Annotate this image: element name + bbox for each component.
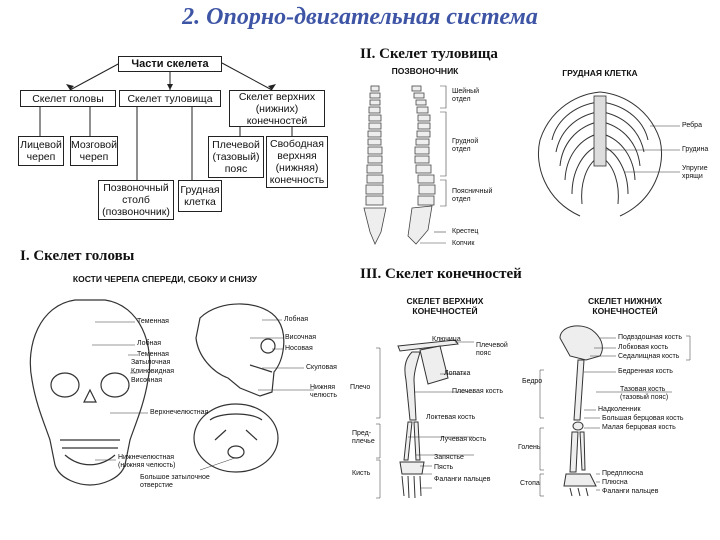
upper-label-phalanges: Фаланги пальцев: [434, 476, 491, 483]
spine-label-lumbar: Поясничный отдел: [452, 188, 493, 203]
lower-label-tibia: Большая берцовая кость: [602, 415, 684, 422]
spine-label-thoracic: Грудной отдел: [452, 138, 479, 153]
head-heading: I. Скелет головы: [20, 248, 135, 264]
spine-label-coccyx: Копчик: [452, 240, 475, 247]
upper-label-forearm: Пред- плечье: [352, 430, 375, 445]
tree-limbs: Скелет верхних (нижних) конечностей: [229, 90, 325, 127]
upper-label-arm: Плечо: [350, 384, 371, 391]
lower-label-fibula: Малая берцовая кость: [602, 424, 676, 431]
side-skull-label-zygomatic: Скуловая: [306, 364, 337, 371]
tree-head: Скелет головы: [20, 90, 116, 107]
spine-label-sacrum: Крестец: [452, 228, 479, 235]
upper-label-radius: Лучевая кость: [440, 436, 487, 443]
lower-label-ilium: Подвздошная кость: [618, 334, 683, 341]
upper-label-hand: Кисть: [352, 470, 371, 477]
side-skull-label-frontal: Лобная: [284, 316, 309, 323]
tree-girdle: Плечевой (тазовый) пояс: [208, 136, 264, 178]
tree-brain: Мозговой череп: [70, 136, 118, 166]
page-title: 2. Опорно-двигательная система: [182, 4, 538, 30]
upper-label-shoulder-girdle: Плечевой пояс: [476, 342, 508, 357]
skull-label-mandible: Нижнечелюстная (нижняя челюсть): [118, 454, 176, 469]
skull-label-occipital: Затылочная: [131, 359, 171, 366]
head-subtitle: КОСТИ ЧЕРЕПА СПЕРЕДИ, СБОКУ И СНИЗУ: [72, 274, 258, 284]
upper-limbs-title: СКЕЛЕТ ВЕРХНИХ КОНЕЧНОСТЕЙ: [406, 296, 484, 316]
lower-label-tarsus: Предплюсна: [602, 470, 644, 477]
upper-label-metacarpus: Пясть: [434, 464, 454, 471]
skull-label-parietal-2: Теменная: [137, 351, 169, 358]
chest-label-sternum: Грудина: [682, 146, 709, 153]
tree-root: Части скелета: [118, 56, 222, 72]
tree-spine: Позвоночный столб (позвоночник): [98, 180, 174, 220]
lower-label-femur: Бедренная кость: [618, 368, 673, 375]
lower-label-metatarsus: Плюсна: [602, 479, 628, 486]
skull-label-sphenoid: Клиновидная: [131, 368, 175, 375]
limbs-heading: III. Скелет конечностей: [360, 266, 522, 282]
skull-label-maxilla: Верхнечелюстная: [150, 409, 209, 416]
upper-label-clavicle: Ключица: [432, 336, 461, 343]
skull-label-temporal: Височная: [131, 377, 163, 384]
upper-label-wrist: Запястье: [434, 454, 464, 461]
skull-label-frontal: Лобная: [137, 340, 162, 347]
side-skull-label-mandible: Нижняя челюсть: [310, 384, 337, 399]
upper-label-ulna: Локтевая кость: [426, 414, 476, 421]
lower-label-ischium: Седалищная кость: [618, 353, 680, 360]
spine-label-cervical: Шейный отдел: [452, 88, 480, 103]
chest-title: ГРУДНАЯ КЛЕТКА: [562, 68, 638, 78]
side-skull-label-nasal: Носовая: [285, 345, 313, 352]
spine-title: ПОЗВОНОЧНИК: [391, 66, 459, 76]
lower-label-patella: Надколенник: [598, 406, 641, 413]
lower-label-pelvic-bone: Тазовая кость (тазовый пояс): [620, 386, 669, 401]
lower-label-shin: Голень: [518, 444, 541, 451]
trunk-heading: II. Скелет туловища: [360, 46, 498, 62]
skull-label-foramen: Большое затылочное отверстие: [140, 474, 210, 489]
side-skull-label-temporal: Височная: [285, 334, 317, 341]
lower-label-foot: Стопа: [520, 480, 540, 487]
chest-label-ribs: Ребра: [682, 122, 702, 129]
lower-label-phalanges: Фаланги пальцев: [602, 488, 659, 495]
upper-label-scapula: Лопатка: [444, 370, 471, 377]
tree-trunk: Скелет туловища: [119, 90, 221, 107]
lower-limbs-title: СКЕЛЕТ НИЖНИХ КОНЕЧНОСТЕЙ: [587, 296, 663, 316]
tree-free: Свободная верхняя (нижняя) конечность: [266, 136, 328, 188]
upper-label-humerus: Плечевая кость: [452, 388, 503, 395]
tree-chest: Грудная клетка: [178, 180, 222, 212]
chest-label-cartilage: Упругие хрящи: [682, 165, 708, 180]
lower-label-thigh: Бедро: [522, 378, 543, 385]
tree-facial: Лицевой череп: [18, 136, 64, 166]
lower-label-pubis: Лобковая кость: [618, 344, 669, 351]
skull-label-parietal-1: Теменная: [137, 318, 169, 325]
